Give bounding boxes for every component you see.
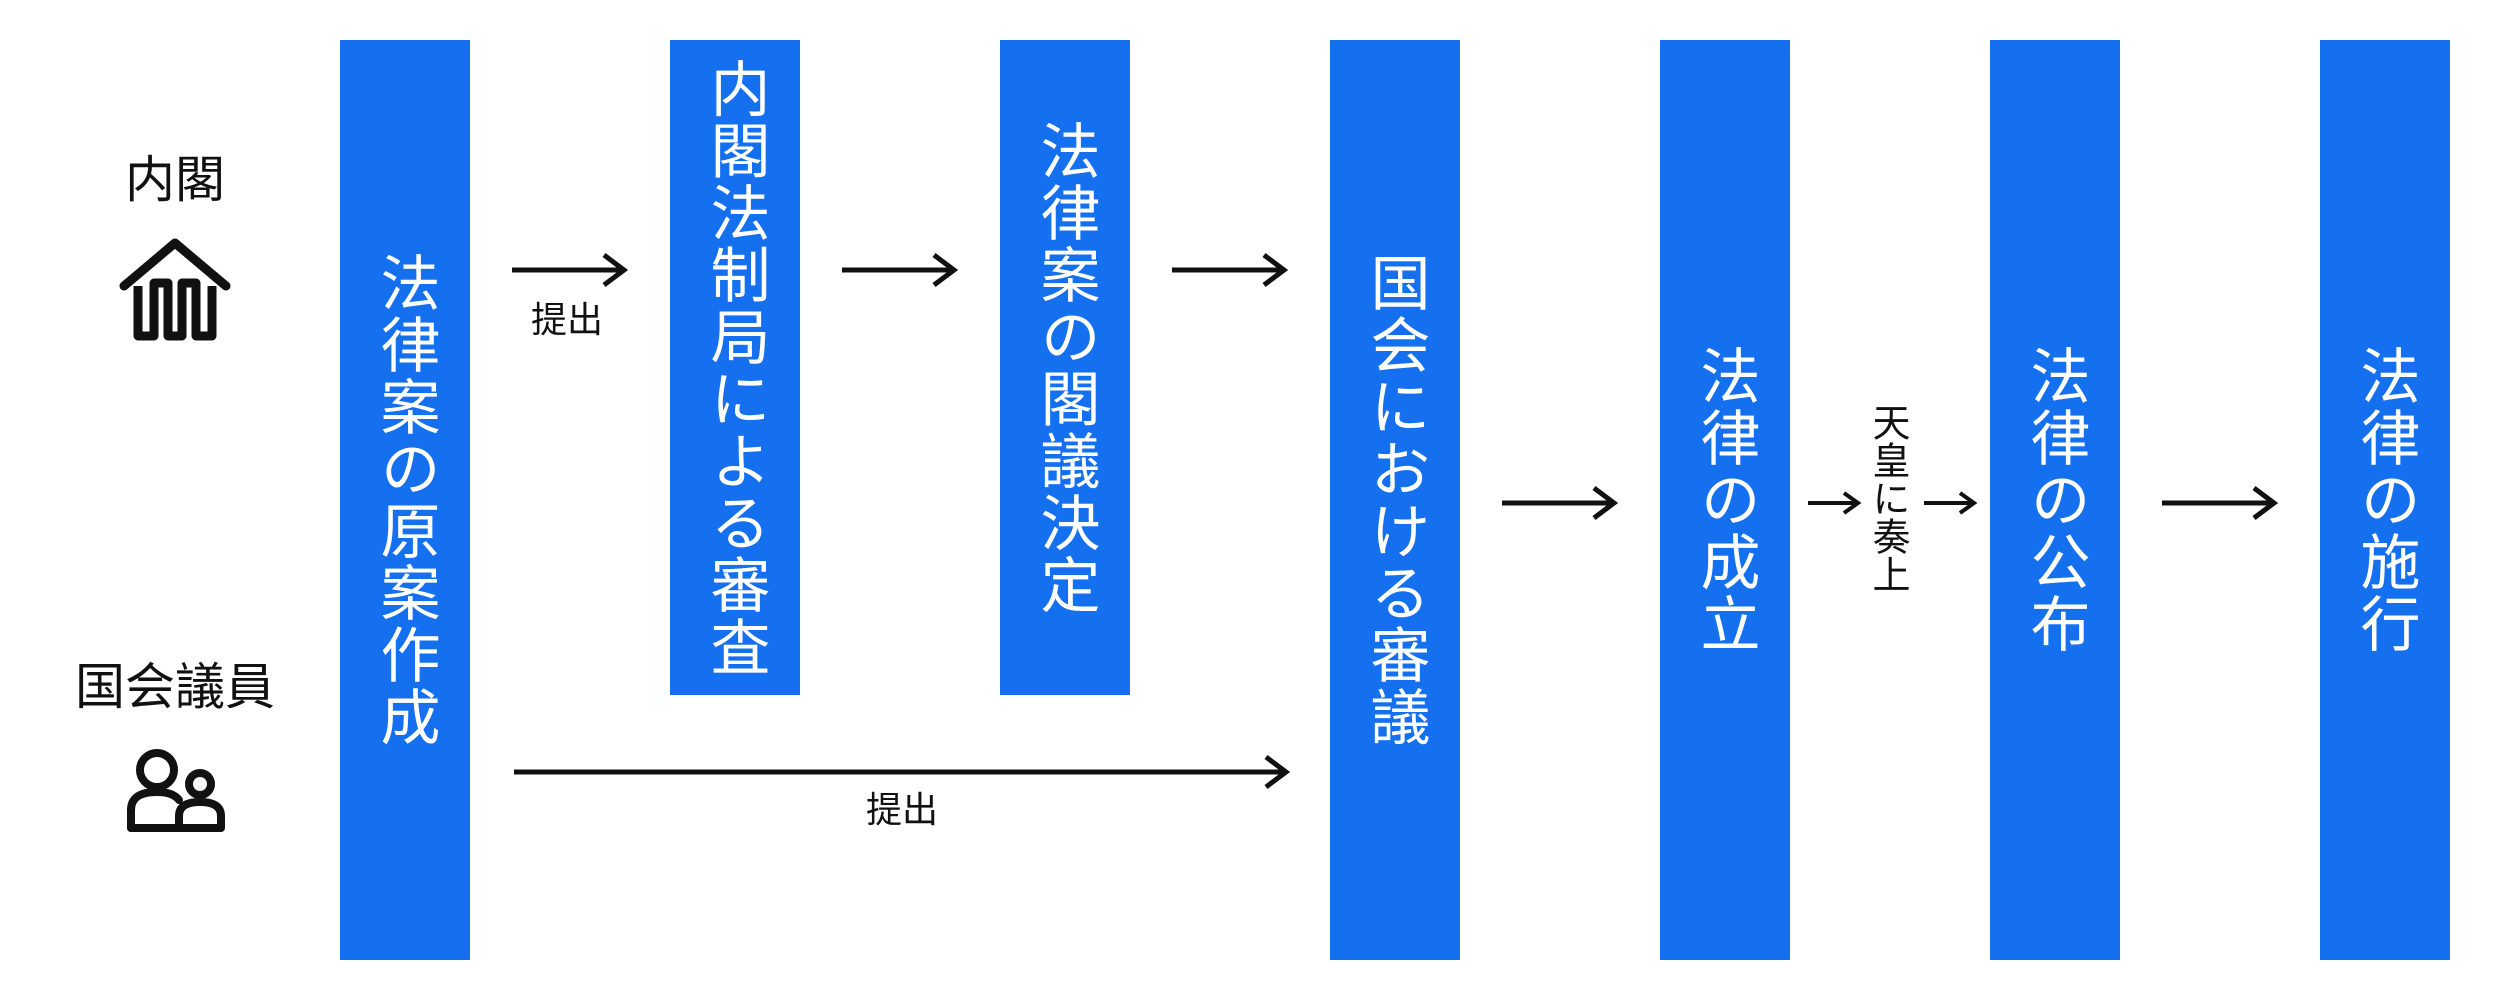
enactment-box: 法律の成立 [1660, 40, 1790, 960]
diet-members-label: 国会議員 [75, 658, 275, 716]
enforcement-box: 法律の施行 [2320, 40, 2450, 960]
diet-deliberation-text: 国会における審議 [1360, 252, 1430, 748]
review-box: 内閣法制局による審査 [670, 40, 800, 695]
draft-text: 法律案の原案作成 [370, 252, 440, 748]
emperor-report-label: 天皇に奏上 [1866, 403, 1910, 593]
arrow-diet-to-enactment [1502, 486, 1619, 520]
arrow-enactment-to-emperor [1808, 491, 1862, 515]
arrow-review-to-decision [842, 253, 959, 287]
cabinet-label: 内閣 [125, 151, 225, 209]
promulgation-box: 法律の公布 [1990, 40, 2120, 960]
diet-deliberation-box: 国会における審議 [1330, 40, 1460, 960]
submit-label-top: 提出 [531, 300, 604, 341]
arrow-draft-to-diet [514, 755, 1291, 789]
arrow-decision-to-diet [1172, 253, 1289, 287]
cabinet-building-icon [119, 238, 231, 341]
arrow-draft-to-review [512, 253, 629, 287]
promulgation-text: 法律の公布 [2020, 345, 2090, 655]
decision-box: 法律案の閣議決定 [1000, 40, 1130, 695]
submit-label-bottom: 提出 [866, 790, 939, 831]
arrow-promulgation-to-enforcement [2162, 486, 2279, 520]
draft-box: 法律案の原案作成 [340, 40, 470, 960]
arrow-emperor-to-promulgation [1924, 491, 1978, 515]
people-icon [127, 749, 225, 832]
enactment-text: 法律の成立 [1690, 345, 1760, 655]
enforcement-text: 法律の施行 [2350, 345, 2420, 655]
review-text: 内閣法制局による審査 [700, 57, 770, 678]
decision-text: 法律案の閣議決定 [1030, 119, 1100, 616]
